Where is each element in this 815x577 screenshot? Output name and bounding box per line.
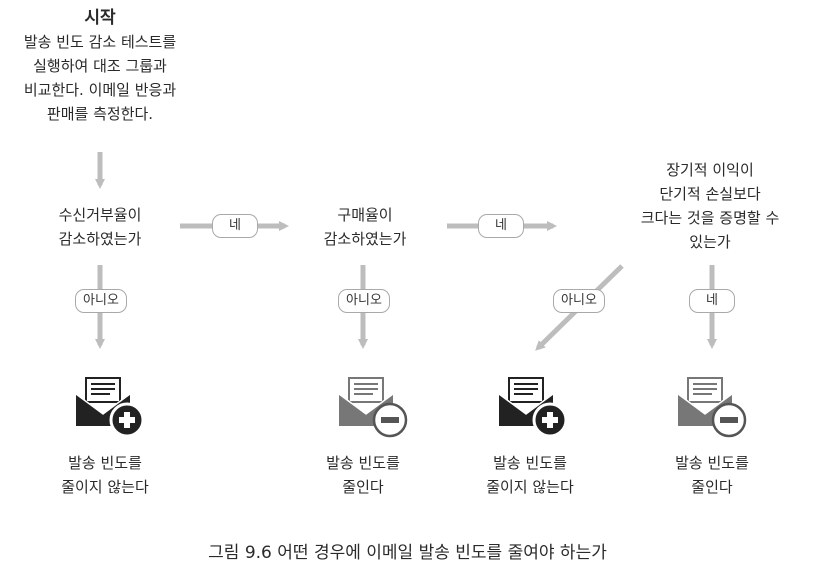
question-long-term-profit: 장기적 이익이 단기적 손실보다 크다는 것을 증명할 수 있는가 xyxy=(640,161,780,251)
envelope-plus-icon xyxy=(70,372,150,442)
start-block: 시작 발송 빈도 감소 테스트를 실행하여 대조 그룹과 비교한다. 이메일 반… xyxy=(0,6,200,126)
envelope-plus-icon xyxy=(493,372,573,442)
outcome-text: 발송 빈도를 줄이지 않는다 xyxy=(486,454,574,496)
no-label: 아니오 xyxy=(338,289,390,313)
outcome-text: 발송 빈도를 줄인다 xyxy=(675,454,749,496)
envelope-minus-icon xyxy=(672,372,752,442)
yes-label: 네 xyxy=(689,289,735,313)
figure-caption: 그림 9.6 어떤 경우에 이메일 발송 빈도를 줄여야 하는가 xyxy=(208,543,607,563)
outcome-text: 발송 빈도를 줄인다 xyxy=(326,454,400,496)
envelope-minus-icon xyxy=(333,372,413,442)
yes-label: 네 xyxy=(478,214,524,238)
outcome-text: 발송 빈도를 줄이지 않는다 xyxy=(61,454,149,496)
start-text-line-3: 비교한다. 이메일 반응과 xyxy=(23,81,177,99)
start-text-line-2: 실행하여 대조 그룹과 xyxy=(33,57,167,75)
yes-label: 네 xyxy=(212,214,258,238)
start-title: 시작 xyxy=(84,8,116,28)
no-label: 아니오 xyxy=(553,289,605,313)
start-text-line-1: 발송 빈도 감소 테스트를 xyxy=(23,33,177,51)
question-unsubscribe: 수신거부율이 감소하였는가 xyxy=(58,206,142,248)
question-purchase-rate: 구매율이 감소하였는가 xyxy=(323,206,407,248)
no-label: 아니오 xyxy=(75,289,127,313)
start-text-line-4: 판매를 측정한다. xyxy=(46,105,154,123)
